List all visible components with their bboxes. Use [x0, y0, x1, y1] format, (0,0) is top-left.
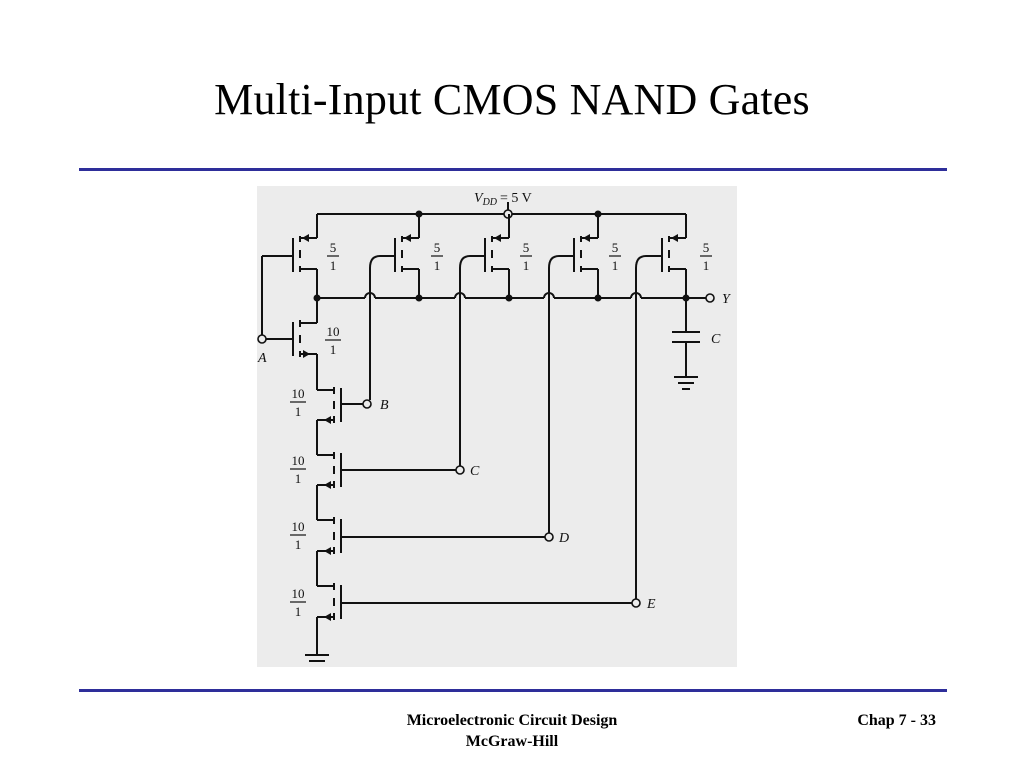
footer-course-title: Microelectronic Circuit Design	[406, 712, 618, 729]
footer-page-number: Chap 7 - 33	[857, 712, 936, 729]
title-divider	[79, 168, 947, 171]
footer-divider	[79, 689, 947, 692]
slide-title: Multi-Input CMOS NAND Gates	[214, 75, 810, 124]
footer-publisher: McGraw-Hill	[465, 733, 559, 750]
circuit-diagram-background	[257, 186, 737, 667]
